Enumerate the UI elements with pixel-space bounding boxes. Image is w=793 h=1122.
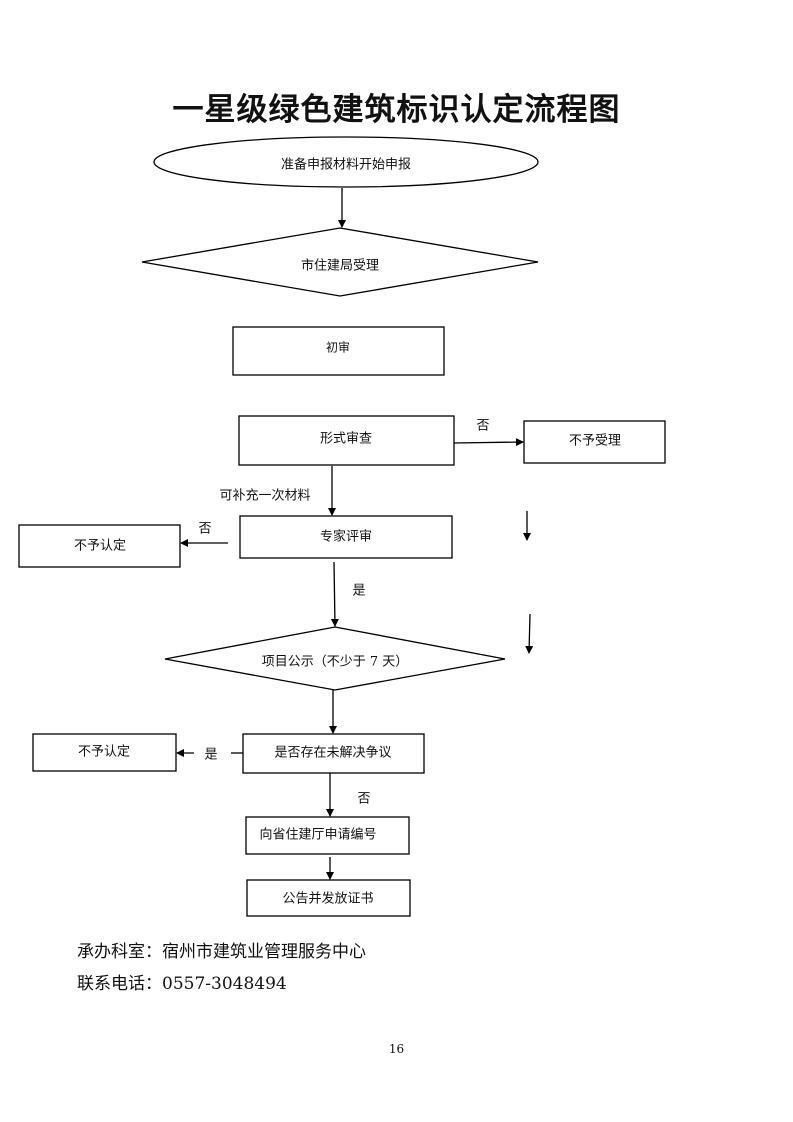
apply-number-box [245, 816, 410, 855]
node-reject-cert-2-label: 不予认定 [77, 744, 131, 760]
publicity-diamond [164, 626, 506, 691]
node-dispute-check-label: 是否存在未解决争议 [274, 745, 392, 761]
expert-review-box [239, 515, 453, 559]
edge-label-dispute-no: 否 [357, 791, 371, 807]
dispute-check-box [242, 733, 425, 774]
edge-label-formal-no: 否 [476, 418, 490, 434]
page-title: 一星级绿色建筑标识认定流程图 [172, 92, 621, 128]
node-expert-review-label: 专家评审 [319, 529, 373, 545]
announce-box [246, 879, 411, 917]
node-apply-number-label: 向省住建厅申请编号 [259, 827, 377, 843]
node-reject-cert-1-label: 不予认定 [73, 538, 127, 554]
node-reject-accept-label: 不予受理 [568, 433, 622, 449]
formal-review-box [238, 415, 455, 466]
initial-review-box [232, 326, 445, 376]
arrow-formal-to-reject [453, 438, 524, 447]
node-initial-review-label: 初审 [325, 340, 351, 355]
node-announce-label: 公告并发放证书 [282, 891, 374, 907]
node-formal-review-label: 形式审查 [319, 431, 373, 447]
footer-office: 承办科室：宿州市建筑业管理服务中心 [77, 942, 366, 962]
edge-label-expert-no: 否 [198, 521, 212, 537]
arrow-expert-to-publicity [330, 561, 339, 627]
page-number: 16 [388, 1042, 405, 1056]
node-publicity-label: 项目公示（不少于 7 天） [261, 654, 409, 670]
node-start-label: 准备申报材料开始申报 [280, 157, 412, 173]
arrow-stray-2 [525, 613, 534, 654]
footer-phone: 联系电话：0557-3048494 [77, 974, 287, 994]
start-ellipse [153, 136, 539, 188]
node-city-accept-label: 市住建局受理 [300, 258, 380, 274]
edge-label-supplement: 可补充一次材料 [219, 488, 311, 504]
reject-cert-box-2 [32, 733, 177, 772]
edge-label-dispute-yes: 是 [204, 747, 218, 763]
city-accept-diamond [141, 227, 539, 297]
reject-accept-box [523, 420, 666, 464]
reject-cert-box-1 [18, 524, 181, 568]
edge-label-expert-yes: 是 [352, 583, 366, 599]
